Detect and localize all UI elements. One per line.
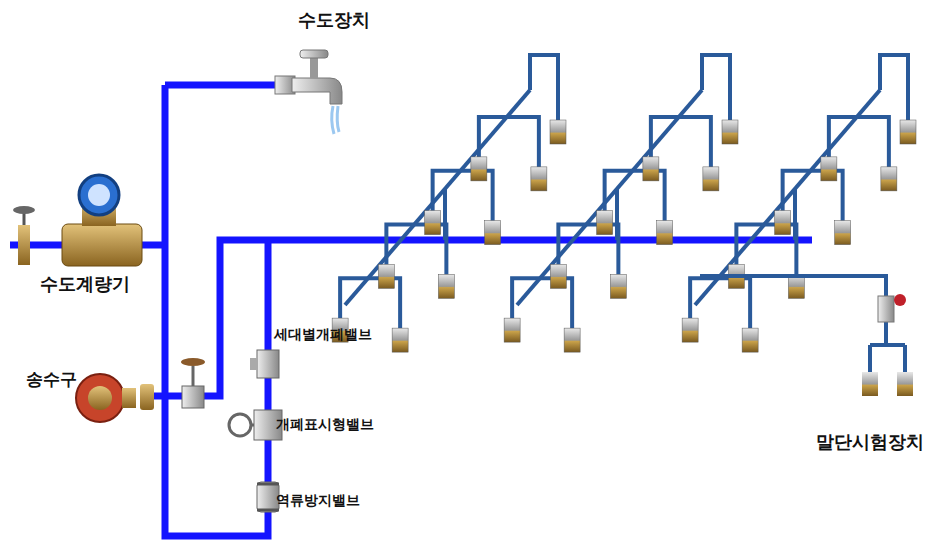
sprinkler-head <box>425 211 441 235</box>
end-test-device <box>700 276 913 396</box>
cross-main <box>695 90 880 305</box>
sprinkler-head <box>900 120 916 144</box>
cross-main <box>345 90 530 305</box>
branch-line <box>880 55 908 120</box>
sprinkler-head <box>881 167 897 191</box>
branch-line <box>651 117 711 167</box>
cross-main <box>517 90 702 305</box>
sprinkler-head <box>550 264 566 288</box>
branch-line <box>702 55 730 120</box>
branch-line <box>530 55 558 120</box>
faucet <box>275 50 342 134</box>
sprinkler-head <box>378 264 394 288</box>
part-label: 수도계량기 <box>40 272 130 296</box>
sprinkler-head <box>550 120 566 144</box>
sprinkler-head <box>643 157 659 181</box>
sprinkler-head <box>835 221 851 245</box>
part-label: 송수구 <box>26 368 77 391</box>
branch-line <box>479 117 539 167</box>
sprinkler-head <box>610 274 626 298</box>
main-pipes <box>10 85 812 536</box>
sprinkler-head <box>597 211 613 235</box>
part-label: 역류방지밸브 <box>276 492 360 510</box>
sprinkler-head <box>682 318 698 342</box>
branch-pipes <box>332 55 916 352</box>
sprinkler-head <box>471 157 487 181</box>
sprinkler-head <box>821 157 837 181</box>
sprinkler-head <box>657 221 673 245</box>
sprinkler-head <box>392 328 408 352</box>
sprinkler-head <box>564 328 580 352</box>
sprinkler-head <box>504 318 520 342</box>
fire-dept-connection <box>76 358 205 422</box>
valves <box>229 350 282 512</box>
water-meter <box>13 175 142 266</box>
sprinkler-head <box>531 167 547 191</box>
part-label: 세대별개폐밸브 <box>274 326 372 344</box>
part-label: 개폐표시형밸브 <box>276 416 374 434</box>
sprinkler-head <box>722 120 738 144</box>
sprinkler-head <box>485 221 501 245</box>
branch-line <box>829 117 889 167</box>
sprinkler-head <box>438 274 454 298</box>
sprinkler-head <box>742 328 758 352</box>
sprinkler-head <box>703 167 719 191</box>
part-label: 수도장치 <box>298 8 370 32</box>
part-label: 말단시험장치 <box>816 430 924 454</box>
sprinkler-head <box>775 211 791 235</box>
